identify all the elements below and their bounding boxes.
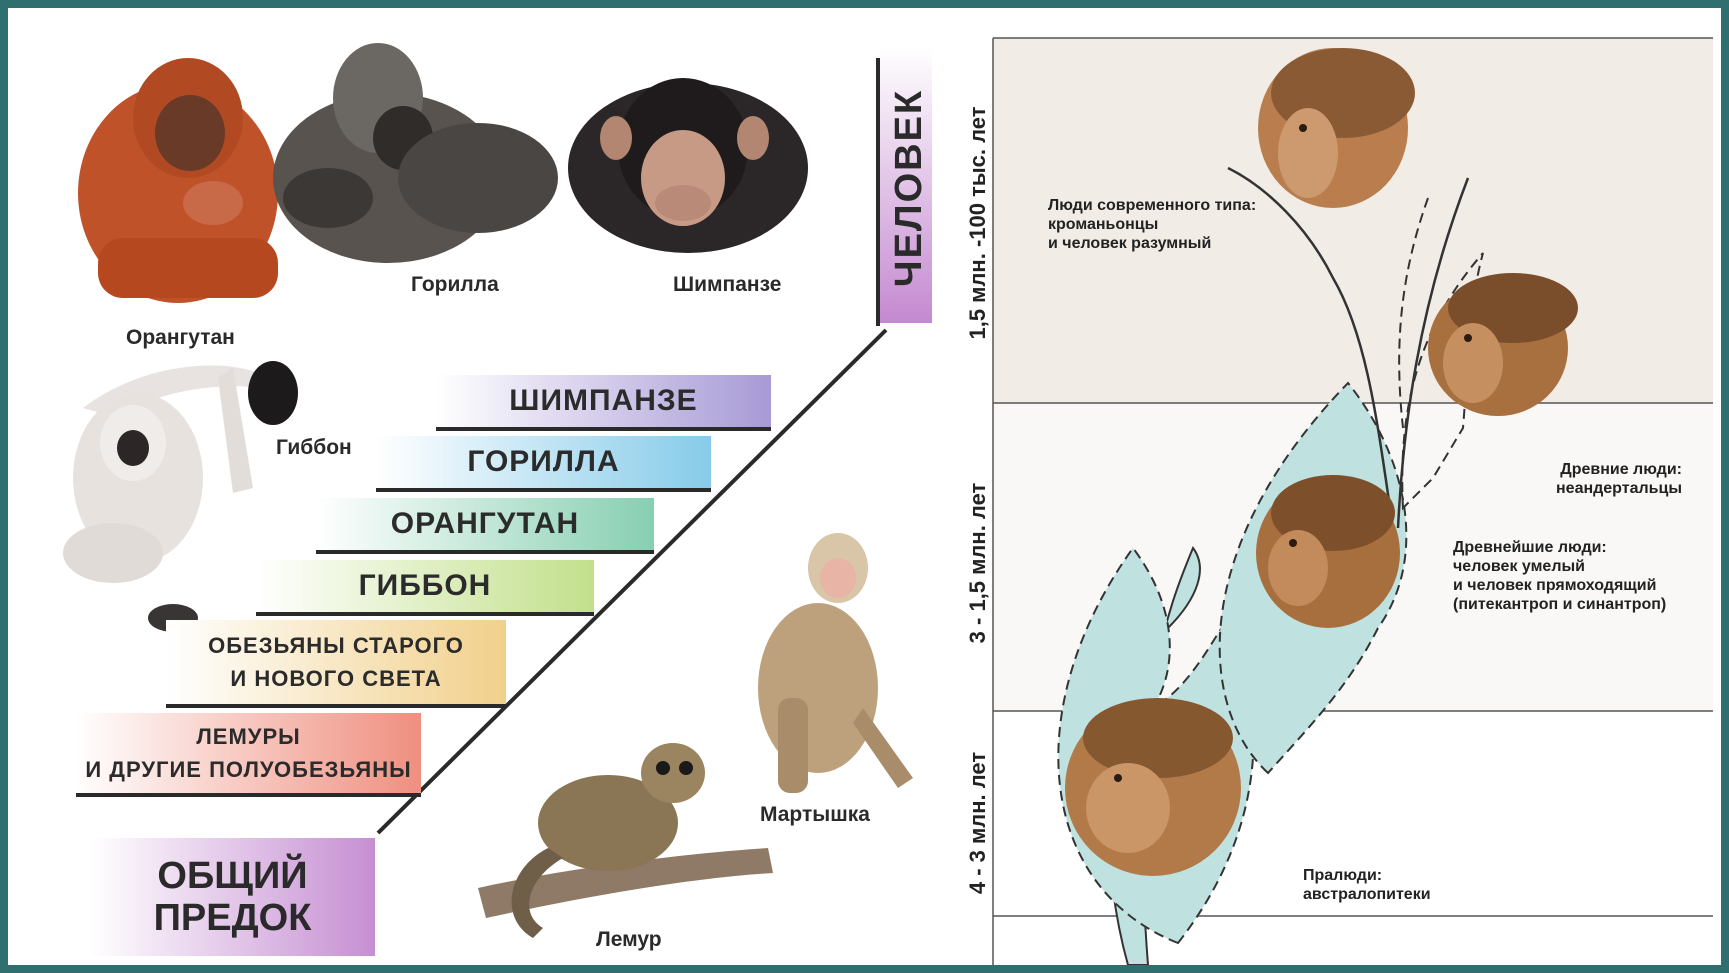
note-modern-l3: и человек разумный [1048, 234, 1256, 253]
gibbon-caption: Гиббон [276, 436, 352, 460]
period-label-bottom: 4 - 3 млн. лет [965, 663, 995, 965]
note-pre-l2: австралопитеки [1303, 885, 1431, 904]
step-chimpanzee: ШИМПАНЗЕ [436, 375, 771, 431]
human-label: ЧЕЛОВЕК [888, 48, 928, 328]
note-modern-l2: кроманьонцы [1048, 215, 1256, 234]
note-modern-l1: Люди современного типа: [1048, 196, 1256, 215]
step-gibbon: ГИББОН [256, 560, 594, 616]
note-ancient-l2: неандертальцы [1556, 479, 1682, 498]
step-monkeys-label-2: И НОВОГО СВЕТА [230, 662, 441, 695]
period-label-top: 1,5 млн. -100 тыс. лет [965, 63, 995, 383]
step-lemurs-label-1: ЛЕМУРЫ [196, 720, 300, 753]
lemur-caption: Лемур [596, 928, 662, 952]
step-lemurs-label-2: И ДРУГИЕ ПОЛУОБЕЗЬЯНЫ [85, 753, 411, 786]
macaque-image [758, 533, 913, 793]
head-homo-erectus [1256, 475, 1400, 628]
step-lemurs: ЛЕМУРЫ И ДРУГИЕ ПОЛУОБЕЗЬЯНЫ [76, 713, 421, 797]
step-gorilla: ГОРИЛЛА [376, 436, 711, 492]
ancestor-label-2: ПРЕДОК [154, 897, 312, 939]
note-oldest-l1: Древнейшие люди: [1453, 538, 1666, 557]
note-ancient-humans: Древние люди:неандертальцы [1556, 460, 1682, 498]
common-ancestor-box: ОБЩИЙ ПРЕДОК [90, 838, 375, 956]
orangutan-image [78, 58, 278, 303]
chimpanzee-caption: Шимпанзе [673, 273, 781, 297]
head-cro-magnon [1258, 48, 1415, 208]
head-australopithecus [1065, 698, 1241, 876]
gorilla-image [273, 43, 558, 263]
note-oldest-l2: человек умелый [1453, 557, 1666, 576]
head-neanderthal [1428, 273, 1578, 416]
step-orangutan-label: ОРАНГУТАН [391, 507, 579, 541]
note-pre-humans: Пралюди:австралопитеки [1303, 866, 1431, 904]
step-orangutan: ОРАНГУТАН [316, 498, 654, 554]
step-gorilla-label: ГОРИЛЛА [467, 445, 619, 479]
chimpanzee-image [568, 78, 808, 253]
note-pre-l1: Пралюди: [1303, 866, 1431, 885]
ancestor-label-1: ОБЩИЙ [157, 855, 307, 897]
step-monkeys: ОБЕЗЬЯНЫ СТАРОГО И НОВОГО СВЕТА [166, 620, 506, 708]
step-gibbon-label: ГИББОН [359, 569, 492, 603]
step-chimpanzee-label: ШИМПАНЗЕ [509, 384, 697, 418]
macaque-caption: Мартышка [760, 803, 870, 827]
note-ancient-l1: Древние люди: [1556, 460, 1682, 479]
note-oldest-l4: (питекантроп и синантроп) [1453, 595, 1666, 614]
orangutan-caption: Орангутан [126, 326, 235, 350]
gorilla-caption: Горилла [411, 273, 499, 297]
evolution-diagram: Орангутан Горилла Шимпанзе Гиббон Мартыш… [8, 8, 1721, 965]
lemur-image [478, 743, 773, 938]
note-oldest-l3: и человек прямоходящий [1453, 576, 1666, 595]
step-monkeys-label-1: ОБЕЗЬЯНЫ СТАРОГО [208, 629, 464, 662]
